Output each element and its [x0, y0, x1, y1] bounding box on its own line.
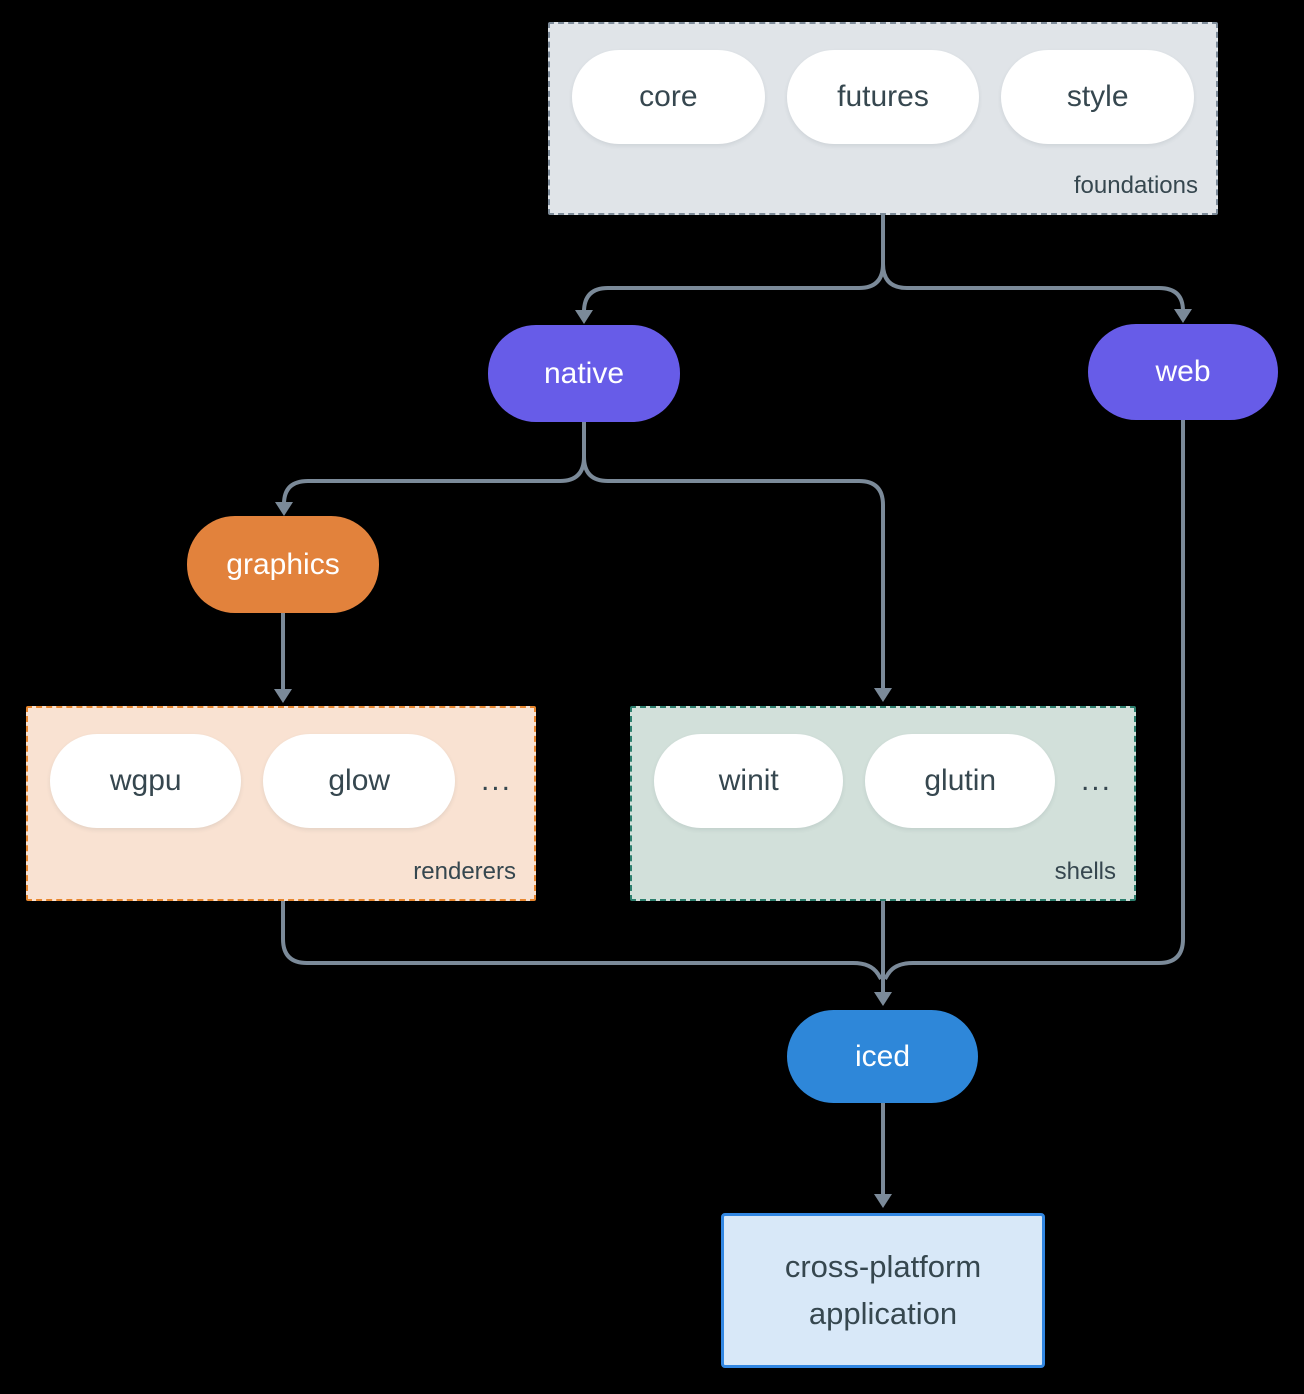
arrowhead-shells-icon: [874, 688, 892, 702]
pill-style: style: [1001, 50, 1195, 144]
foundations-group: core futures style foundations: [548, 22, 1218, 215]
pill-core: core: [572, 50, 765, 144]
foundations-pill-row: core futures style: [550, 24, 1216, 170]
renderers-group: wgpu glow ... renderers: [26, 706, 536, 901]
pill-glow: glow: [263, 734, 455, 828]
node-graphics: graphics: [187, 516, 379, 613]
arrow-renderers-to-iced: [281, 901, 883, 981]
arrow-native-to-shells: [582, 422, 885, 690]
shells-group-label: shells: [1054, 858, 1116, 885]
pill-wgpu: wgpu: [50, 734, 242, 828]
node-iced: iced: [787, 1010, 978, 1103]
arrow-native-to-graphics: [282, 422, 586, 505]
node-native: native: [488, 325, 680, 422]
arrowhead-graphics-icon: [275, 502, 293, 516]
application-label-line2: application: [808, 1295, 958, 1331]
pill-winit: winit: [654, 734, 844, 828]
arrow-web-to-iced: [883, 419, 1185, 981]
arrowhead-native-icon: [575, 310, 593, 324]
shells-ellipsis: ...: [1080, 764, 1112, 797]
arrowhead-web-icon: [1174, 309, 1192, 323]
arrowhead-application-icon: [874, 1194, 892, 1208]
arrowhead-renderers-icon: [274, 689, 292, 703]
application-label-line1: cross-platform: [784, 1249, 982, 1284]
shells-pill-row: winit glutin ...: [632, 708, 1134, 854]
node-cross-platform-application: cross-platform application: [721, 1213, 1045, 1368]
foundations-group-label: foundations: [1073, 172, 1198, 199]
pill-futures: futures: [786, 50, 980, 144]
renderers-ellipsis: ...: [480, 764, 512, 797]
shells-group: winit glutin ... shells: [630, 706, 1136, 901]
arrow-foundations-to-web: [881, 215, 1185, 312]
pill-glutin: glutin: [865, 734, 1055, 828]
renderers-group-label: renderers: [413, 858, 516, 885]
node-web: web: [1088, 324, 1278, 420]
renderers-pill-row: wgpu glow ...: [28, 708, 534, 854]
arrowhead-iced-icon: [874, 992, 892, 1006]
arrow-foundations-to-native: [582, 215, 885, 313]
